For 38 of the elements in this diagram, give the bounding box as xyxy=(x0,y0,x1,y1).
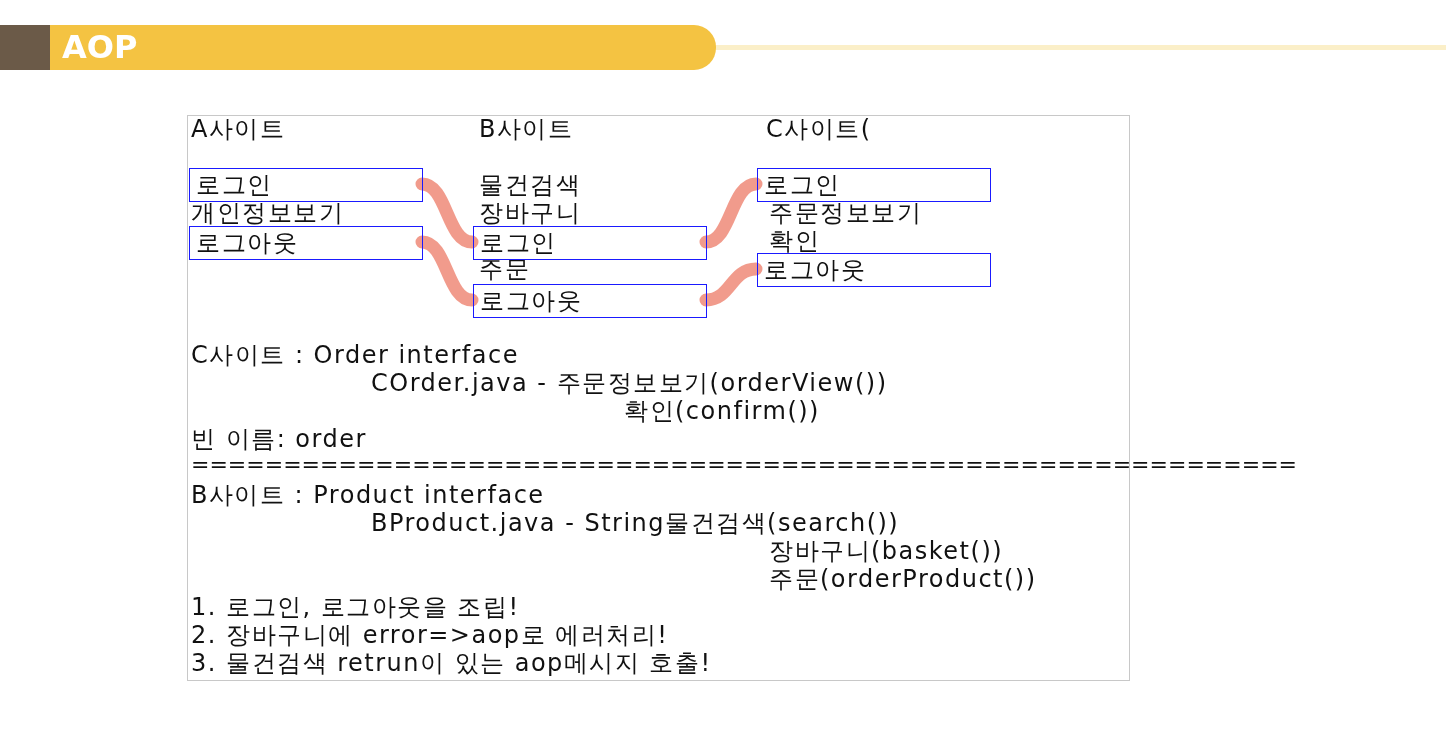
text-line: 물건검색 xyxy=(479,171,581,199)
box-text: 로그인 xyxy=(764,170,841,200)
box-text: 로그아웃 xyxy=(196,228,298,258)
text-line: 확인(confirm()) xyxy=(624,397,820,425)
text-box xyxy=(189,226,423,260)
highlight-stroke xyxy=(415,235,479,307)
text-box xyxy=(473,284,707,318)
text-box xyxy=(757,168,991,202)
box-text: 로그인 xyxy=(196,170,273,200)
text-line: B사이트 : Product interface xyxy=(191,481,545,509)
highlight-stroke xyxy=(699,177,763,249)
text-line: 장바구니(basket()) xyxy=(769,537,1004,565)
text-line: 주문 xyxy=(479,255,530,283)
box-text: 로그아웃 xyxy=(480,286,582,316)
text-line: ============================================================ xyxy=(191,451,1297,479)
text-line: 주문(orderProduct()) xyxy=(769,565,1037,593)
text-line: C사이트 : Order interface xyxy=(191,341,519,369)
highlight-stroke xyxy=(699,262,763,307)
text-box xyxy=(473,226,707,260)
slide-title: AOP xyxy=(62,28,138,66)
text-line: 개인정보보기 xyxy=(191,199,344,227)
text-box xyxy=(189,168,423,202)
highlight-stroke xyxy=(415,177,479,249)
text-line: 1. 로그인, 로그아웃을 조립! xyxy=(191,593,520,621)
text-line: B사이트 xyxy=(479,115,574,143)
text-line: 빈 이름: order xyxy=(191,425,367,453)
text-line: COrder.java - 주문정보보기(orderView()) xyxy=(371,369,888,397)
text-line: 2. 장바구니에 error=>aop로 에러처리! xyxy=(191,621,669,649)
text-line: 장바구니 xyxy=(479,199,581,227)
text-line: 확인 xyxy=(769,227,820,255)
text-line: 주문정보보기 xyxy=(769,199,922,227)
text-line: 3. 물건검색 retrun이 있는 aop메시지 호출! xyxy=(191,649,712,677)
box-text: 로그인 xyxy=(480,228,557,258)
text-line: C사이트( xyxy=(766,115,872,143)
text-box xyxy=(757,253,991,287)
text-line: BProduct.java - String물건검색(search()) xyxy=(371,509,900,537)
text-line: A사이트 xyxy=(191,115,286,143)
box-text: 로그아웃 xyxy=(764,255,866,285)
